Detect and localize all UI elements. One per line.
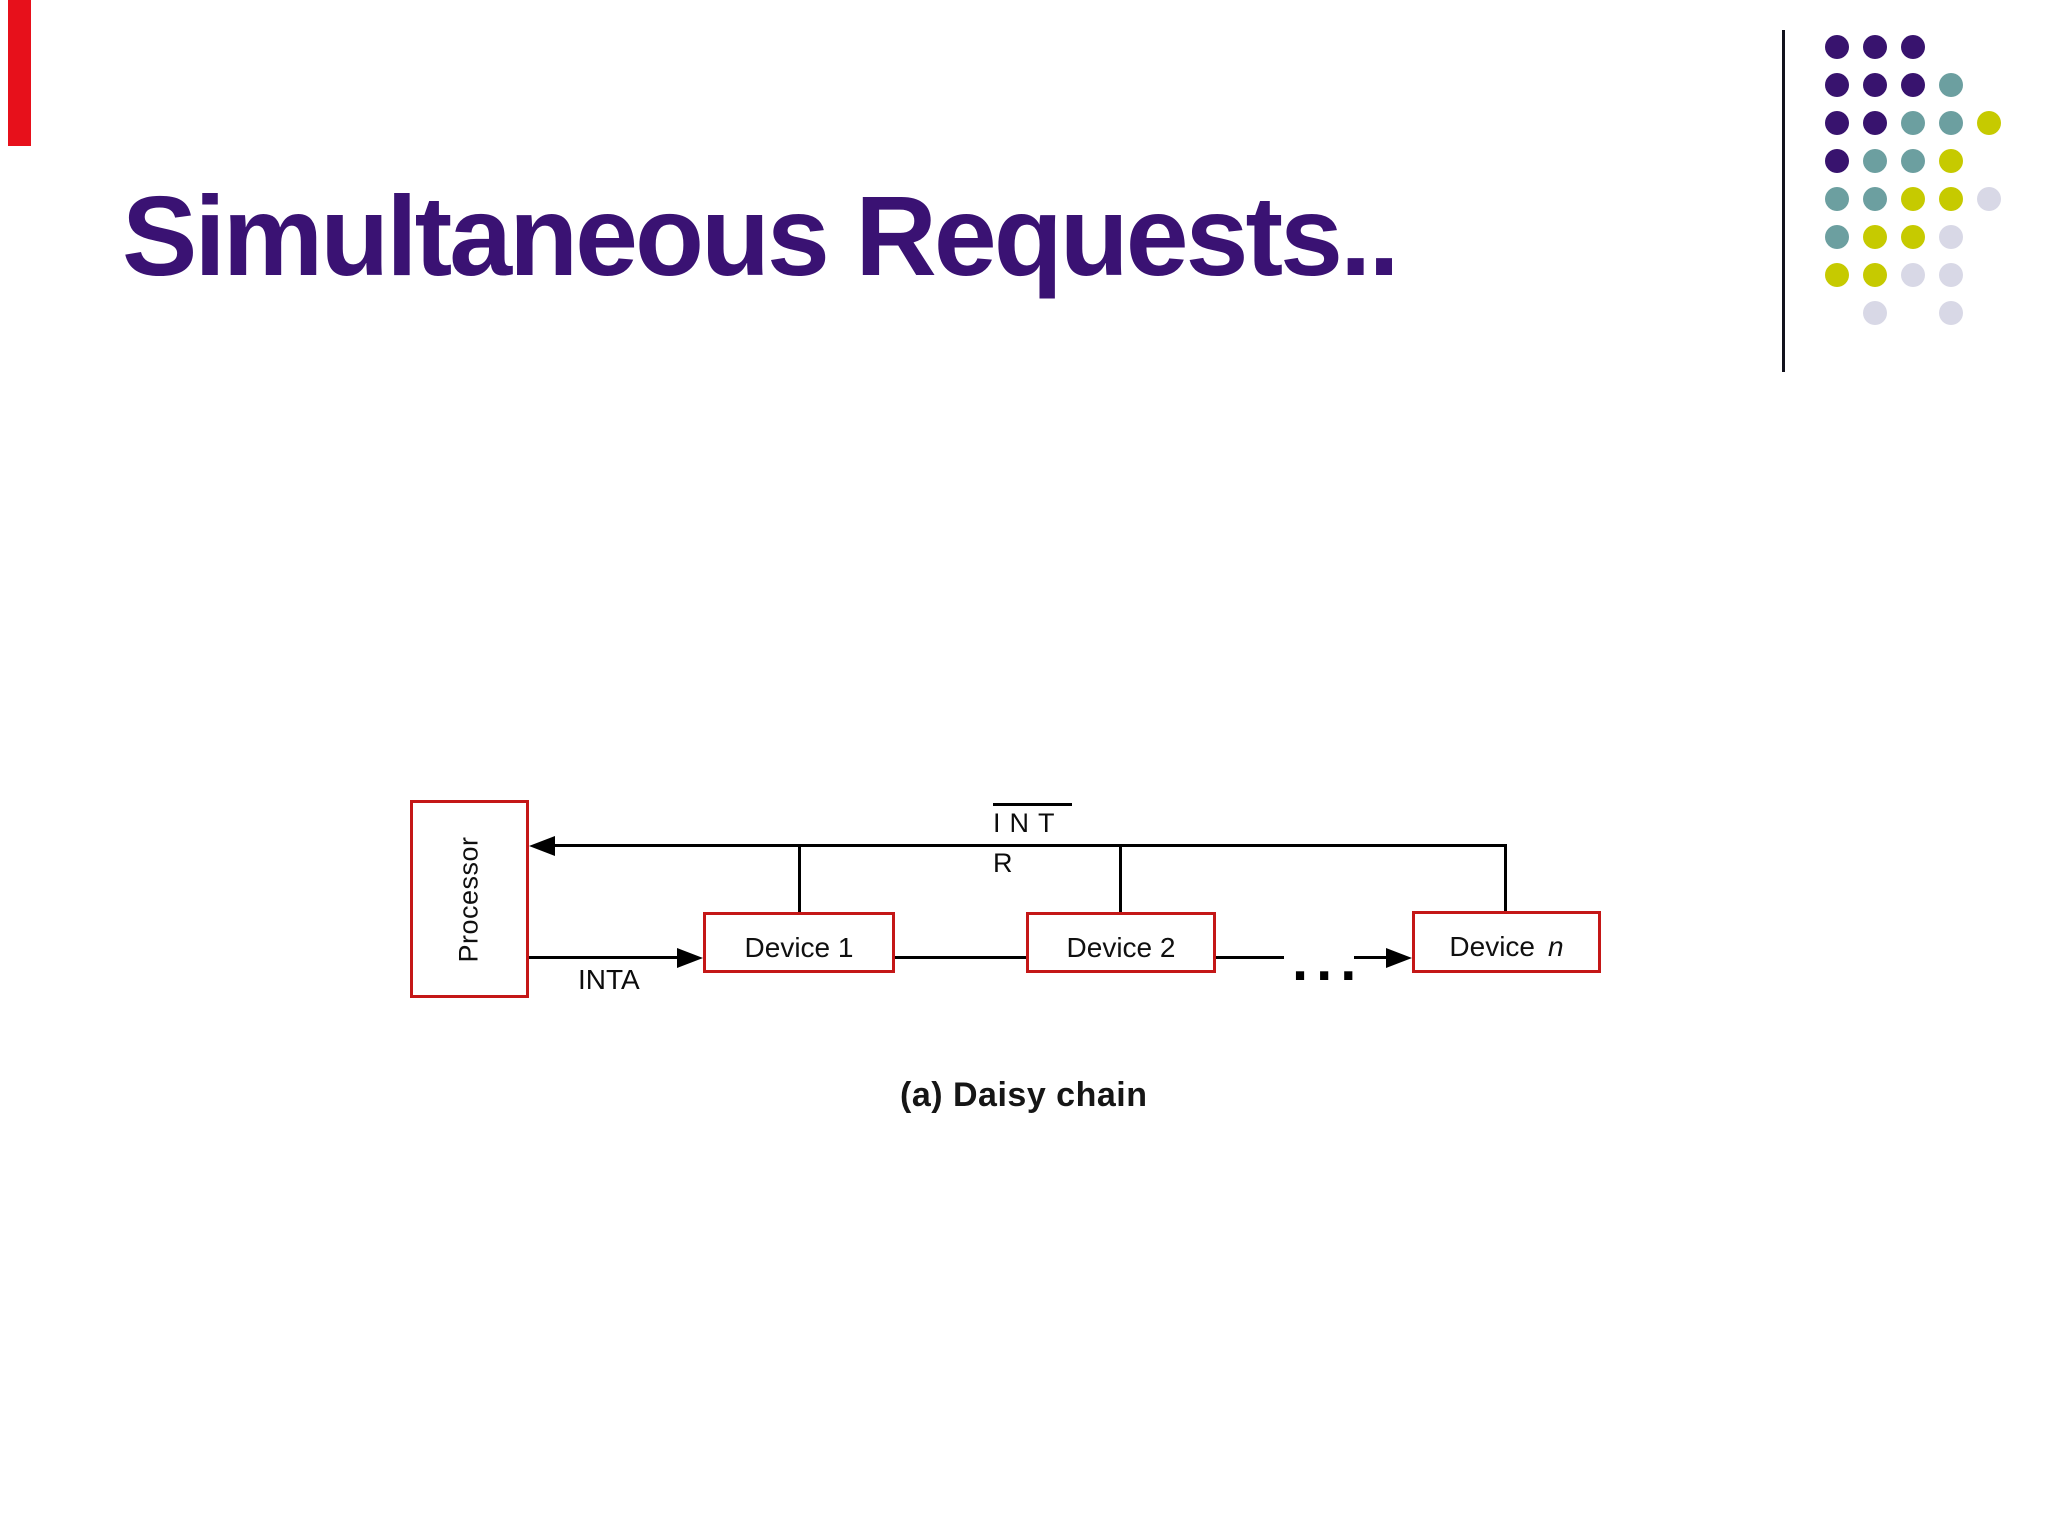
intr-bus-line [545,844,1507,847]
figure-caption: (a) Daisy chain [900,1076,1148,1114]
deco-dot-lavender [1939,263,1963,287]
deco-dot-yellow [1863,225,1887,249]
deco-dot-yellow [1977,111,2001,135]
inta-arrowhead-icon [677,948,703,968]
deco-dot-teal [1825,225,1849,249]
chain-line-3 [1354,956,1390,959]
device-2-label: Device 2 [1066,931,1176,963]
deco-dot-yellow [1939,187,1963,211]
chain-line-2 [1216,956,1284,959]
inta-label: INTA [578,964,640,995]
intr-label-top: INT [993,808,1064,838]
device-n-suffix: n [1548,931,1564,962]
slide-title: Simultaneous Requests.. [122,173,1400,299]
deco-dot-yellow [1863,263,1887,287]
deco-dot-purple [1825,149,1849,173]
deco-dot-purple [1863,111,1887,135]
deco-dot-purple [1863,73,1887,97]
deco-dot-purple [1825,111,1849,135]
device-2-box: Device 2 [1026,912,1216,973]
intr-label-bottom: R [993,848,1013,878]
chain-arrowhead-icon [1386,948,1412,968]
intr-drop-device2 [1119,845,1122,913]
deco-dot-lavender [1863,301,1887,325]
intr-drop-device1 [798,845,801,913]
deco-dot-teal [1825,187,1849,211]
deco-dot-purple [1825,35,1849,59]
intr-drop-devicen [1504,845,1507,912]
deco-dot-yellow [1939,149,1963,173]
deco-dot-purple [1863,35,1887,59]
deco-dot-teal [1939,73,1963,97]
decorative-dot-grid [1825,35,2025,345]
device-1-box: Device 1 [703,912,895,973]
deco-dot-yellow [1901,187,1925,211]
deco-dot-teal [1901,111,1925,135]
int-overline [993,803,1072,806]
deco-dot-yellow [1901,225,1925,249]
decorative-vertical-rule [1782,30,1785,372]
deco-dot-purple [1901,73,1925,97]
device-n-label: Device [1449,931,1535,962]
deco-dot-yellow [1825,263,1849,287]
deco-dot-teal [1863,187,1887,211]
deco-dot-teal [1901,149,1925,173]
chain-line-1 [895,956,1026,959]
accent-bar [8,0,31,146]
inta-line [529,956,681,959]
deco-dot-teal [1939,111,1963,135]
deco-dot-lavender [1939,301,1963,325]
deco-dot-lavender [1939,225,1963,249]
device-1-label: Device 1 [744,931,854,963]
deco-dot-lavender [1977,187,2001,211]
processor-box: Processor [410,800,529,998]
deco-dot-teal [1863,149,1887,173]
deco-dot-purple [1825,73,1849,97]
device-n-box: Device n [1412,911,1601,973]
deco-dot-purple [1901,35,1925,59]
deco-dot-lavender [1901,263,1925,287]
intr-arrowhead-icon [529,836,555,856]
processor-label: Processor [454,835,485,963]
